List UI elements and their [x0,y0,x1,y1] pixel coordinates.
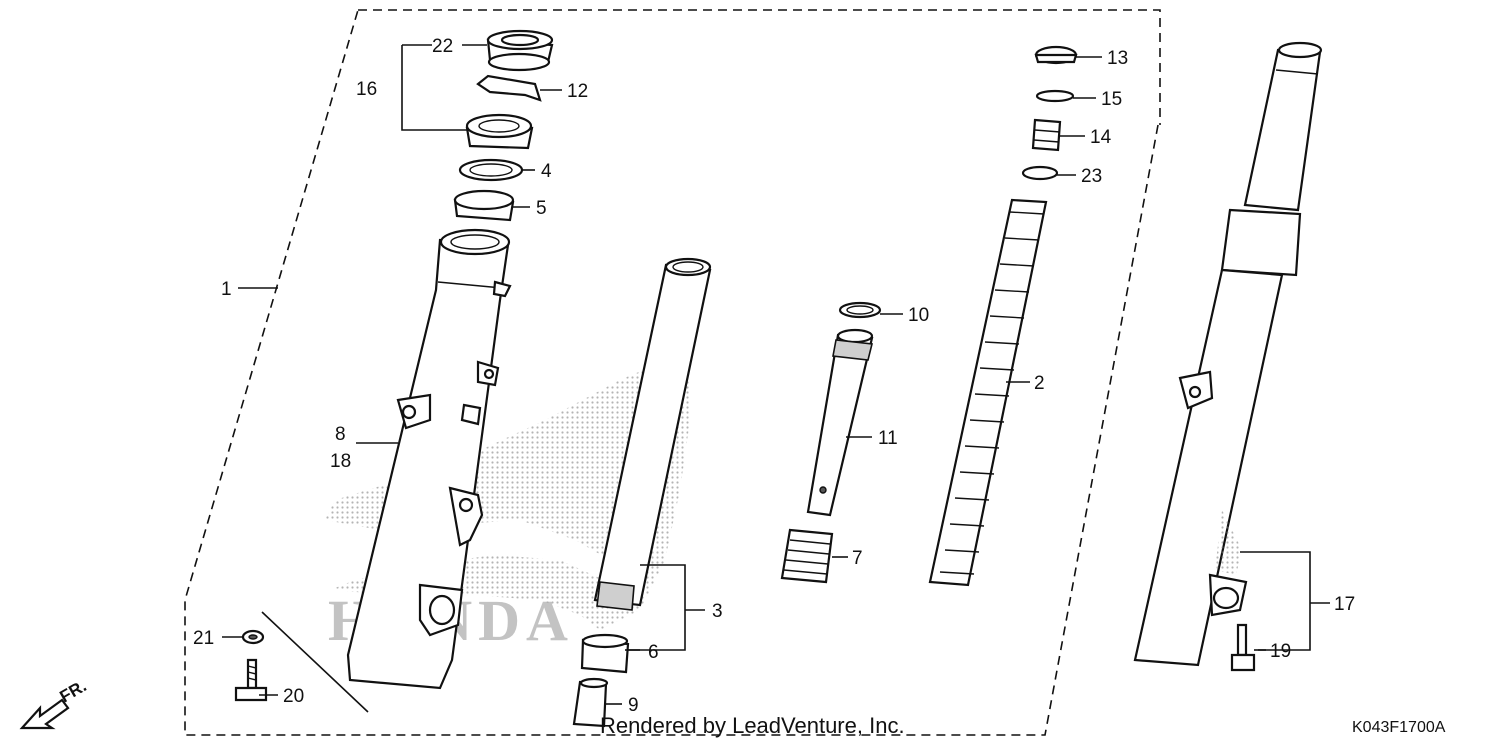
part-3-fork-pipe [593,257,712,611]
callout-labels: 22 16 12 4 5 1 8 18 21 20 3 6 9 10 11 7 … [193,36,1355,716]
callout-11: 11 [878,428,898,449]
callout-8: 8 [335,424,346,445]
part-7-rebound-spring [780,528,834,584]
part-22-oil-seal-cap [486,29,554,72]
callout-5: 5 [536,198,547,219]
part-15-stopper-ring [1035,89,1075,103]
part-8-left-fork-slider [346,228,512,690]
part-16-oil-seal [465,113,534,150]
callout-23: 23 [1081,166,1102,187]
callout-14: 14 [1090,127,1112,148]
part-19-socket-bolt [1230,623,1256,672]
callout-13: 13 [1107,48,1128,69]
part-13-fork-cap [1034,45,1078,65]
callout-9: 9 [628,695,639,716]
part-23-spring-seat [1021,165,1059,181]
bolt-group-line [261,611,369,713]
callout-16: 16 [356,79,377,100]
diagram-code: K043F1700A [1352,719,1446,736]
part-20-socket-bolt [234,658,268,702]
part-11-fork-piston [806,328,874,517]
callout-1: 1 [221,279,232,300]
callout-6: 6 [648,642,659,663]
callout-15: 15 [1101,89,1122,110]
front-arrow-icon [19,698,70,730]
front-direction-indicator: FR. [19,676,90,730]
callout-21: 21 [193,628,214,649]
part-6-slider-bushing [580,633,630,674]
callout-3: 3 [712,601,723,622]
callout-20: 20 [283,686,304,707]
callout-12: 12 [567,81,588,102]
part-14-spring-collar [1031,118,1062,152]
callout-10: 10 [908,305,929,326]
part-21-washer [241,629,265,645]
assembly-boundary [184,9,1161,736]
watermark-text: Rendered by LeadVenture, Inc. [600,713,905,738]
callout-18: 18 [330,451,351,472]
part-5-guide-bushing [453,189,515,222]
callout-22: 22 [432,36,453,57]
callout-19: 19 [1270,641,1291,662]
callout-4: 4 [541,161,552,182]
part-10-piston-ring [838,301,882,319]
part-17-right-fork-assembly [1133,41,1323,667]
part-4-back-up-ring [458,158,524,182]
callout-17: 17 [1334,594,1355,615]
callout-7: 7 [852,548,863,569]
part-2-fork-spring [928,198,1048,587]
part-12-retaining-clip [476,74,542,102]
part-9-oil-lock-piece [572,677,609,728]
leader-lines [222,44,1330,705]
callout-2: 2 [1034,373,1045,394]
